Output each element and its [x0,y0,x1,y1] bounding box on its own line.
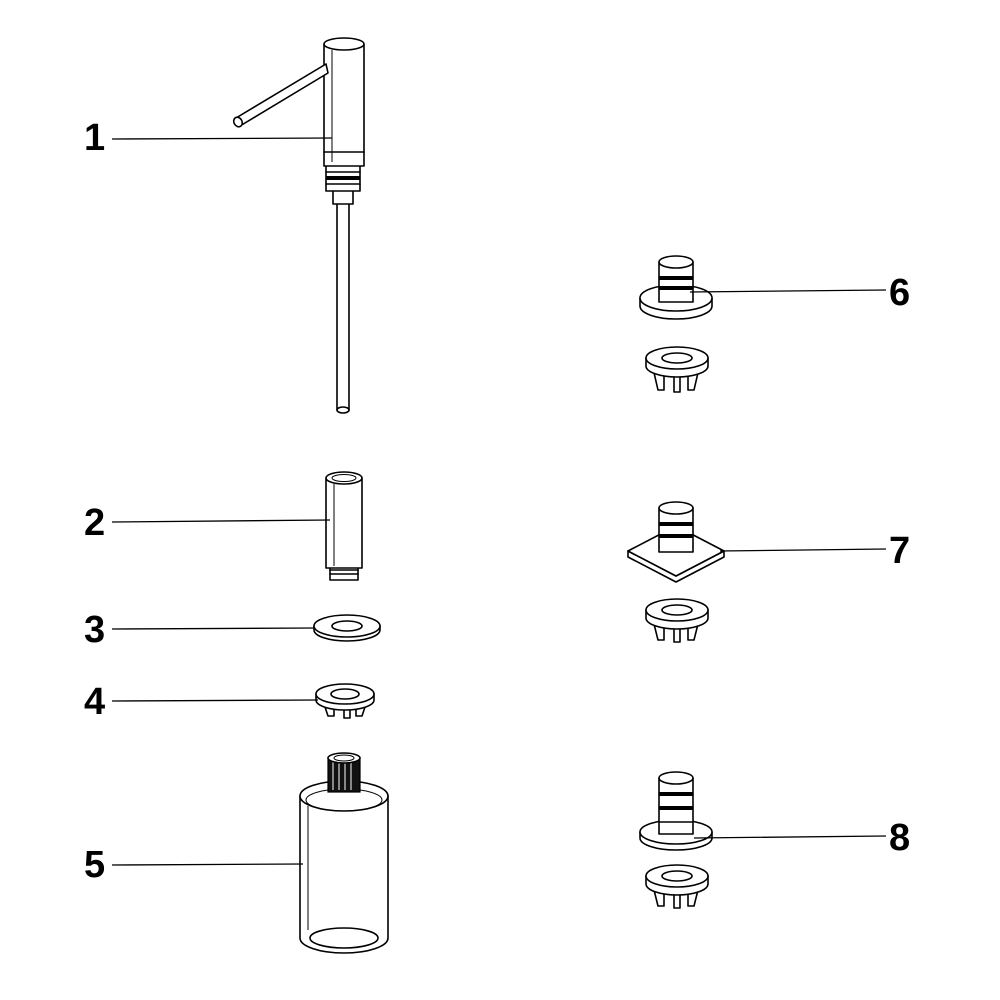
part-4-retaining-ring [315,683,375,719]
leader-line [689,289,887,293]
part-6-round-flange-button [639,255,713,393]
leader-line [719,548,887,552]
callout-label: 8 [889,817,910,859]
callout-8: 8 [693,817,910,859]
part-5-bottle [299,752,389,954]
callout-label: 6 [889,272,910,314]
callout-2: 2 [84,502,331,544]
part-8-small-flange-button [639,771,713,909]
part-2-extension-tube [325,471,363,581]
leader-line [111,699,319,702]
callout-label: 5 [84,844,105,886]
callout-label: 3 [84,609,105,651]
leader-line [111,863,304,866]
callout-label: 1 [84,117,105,159]
callout-label: 4 [84,681,105,723]
part-1-pump-head [232,37,365,414]
part-3-washer [313,614,381,642]
callout-1: 1 [84,117,333,159]
callout-7: 7 [719,530,910,572]
callout-3: 3 [84,609,315,651]
leader-line [111,137,333,140]
part-7-square-flange-button [627,501,725,643]
leader-line [111,627,315,630]
callout-6: 6 [689,272,910,314]
callout-label: 2 [84,502,105,544]
callout-label: 7 [889,530,910,572]
leader-line [693,835,887,839]
callout-5: 5 [84,844,304,886]
callout-4: 4 [84,681,319,723]
leader-line [111,519,331,523]
